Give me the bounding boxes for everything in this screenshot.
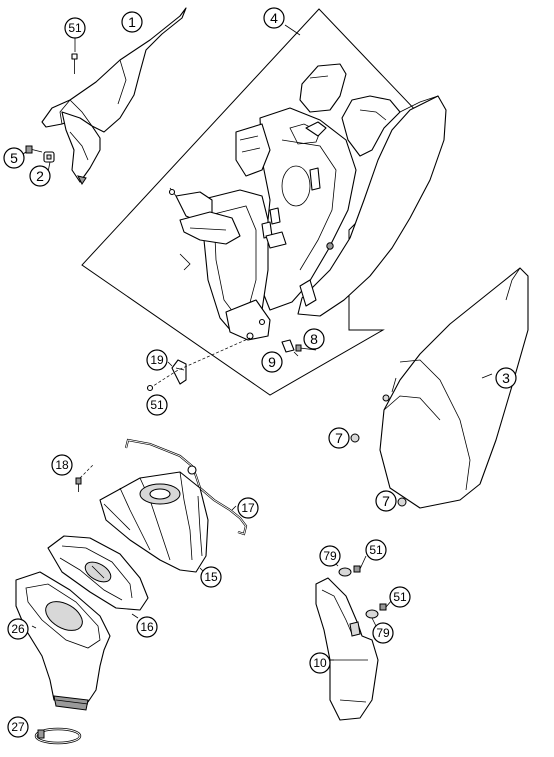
part-4-airbox [168, 63, 447, 341]
svg-text:27: 27 [11, 720, 25, 734]
callout-7-lower: 7 [375, 490, 397, 512]
svg-text:51: 51 [369, 543, 383, 557]
callout-51-upper-right: 51 [365, 539, 387, 561]
svg-text:9: 9 [268, 354, 276, 370]
part-3-side-panel [379, 267, 529, 509]
svg-text:51: 51 [393, 590, 407, 604]
svg-text:4: 4 [270, 10, 278, 26]
small-parts-8-9-19-51 [146, 337, 317, 392]
screw-5-and-grommet-2 [19, 145, 55, 173]
svg-text:79: 79 [323, 549, 337, 563]
svg-text:7: 7 [382, 493, 390, 509]
svg-text:79: 79 [376, 626, 390, 640]
callout-51-mid: 51 [146, 394, 168, 416]
callout-19: 19 [146, 349, 168, 371]
svg-text:18: 18 [55, 458, 69, 472]
callout-26: 26 [7, 618, 29, 640]
callout-15: 15 [200, 566, 222, 588]
callout-1: 1 [121, 11, 143, 33]
callout-2: 2 [29, 165, 51, 187]
callout-79-upper: 79 [319, 545, 341, 567]
callout-18: 18 [51, 454, 73, 476]
part-27-hose-clamp [34, 727, 82, 745]
callout-10: 10 [309, 652, 331, 674]
svg-text:26: 26 [11, 622, 25, 636]
nuts-7 [350, 433, 407, 507]
callout-79-lower: 79 [372, 622, 394, 644]
svg-text:2: 2 [36, 168, 44, 184]
part-26-intake-boot [15, 571, 111, 711]
callout-5: 5 [3, 147, 25, 169]
svg-text:51: 51 [150, 398, 164, 412]
svg-text:8: 8 [310, 331, 318, 347]
callout-16: 16 [136, 616, 158, 638]
callout-17: 17 [237, 497, 259, 519]
svg-text:5: 5 [10, 150, 18, 166]
part-10-intake-cover [315, 577, 379, 721]
svg-text:17: 17 [241, 501, 255, 515]
callout-3: 3 [495, 367, 517, 389]
svg-text:16: 16 [140, 620, 154, 634]
svg-text:15: 15 [204, 570, 218, 584]
callout-27: 27 [7, 716, 29, 738]
screw-51-top [71, 38, 78, 74]
callout-8: 8 [303, 328, 325, 350]
svg-text:3: 3 [502, 370, 510, 386]
svg-text:1: 1 [128, 14, 136, 30]
callout-7-upper: 7 [328, 427, 350, 449]
callout-51-top: 51 [64, 17, 86, 39]
part-15-air-filter [99, 471, 209, 575]
fasteners-79-51 [333, 555, 393, 627]
callout-4: 4 [263, 7, 285, 29]
svg-text:51: 51 [68, 21, 82, 35]
part-1-cover [41, 7, 187, 185]
svg-text:19: 19 [150, 353, 164, 367]
svg-text:7: 7 [335, 430, 343, 446]
svg-text:10: 10 [313, 656, 327, 670]
callout-51-lower-right: 51 [389, 586, 411, 608]
callout-9: 9 [261, 351, 283, 373]
part-16-filter-support [47, 535, 149, 619]
